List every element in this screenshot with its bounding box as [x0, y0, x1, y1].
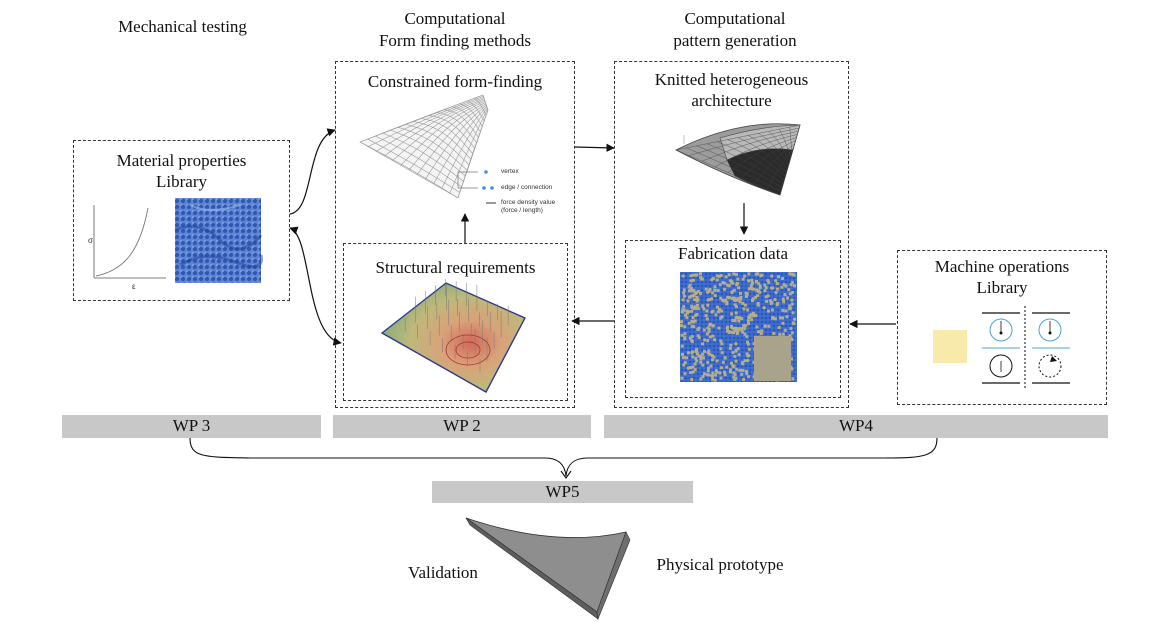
wp4-outer-box [614, 61, 849, 408]
yarn-swatch [933, 330, 967, 363]
machine-title-line2: Library [976, 278, 1028, 297]
structural-requirements-box: Structural requirements [343, 243, 568, 401]
arrow-constrained-to-knitted [574, 143, 615, 153]
form-finding-mesh [359, 94, 489, 199]
material-fabric-swatch [174, 198, 263, 283]
legend-force-label: force density value (force / length) [501, 199, 555, 215]
machine-title-line1: Machine operations [934, 257, 1070, 276]
merge-brace [189, 437, 938, 477]
machine-operations-graphics [933, 306, 1070, 388]
legend-vertex-label: vertex [501, 168, 519, 175]
heading-form-finding-line1: Computational [404, 9, 506, 28]
heading-pattern-line1: Computational [684, 9, 786, 28]
legend-force-line1: force density value [501, 199, 556, 206]
wp5-bar: WP5 [432, 481, 693, 503]
material-properties-title: Material properties Library [74, 150, 289, 192]
arrow-structural-material [289, 226, 342, 346]
heading-form-finding: Computational Form finding methods [340, 8, 570, 52]
legend-edge-label: edge / connection [501, 184, 553, 191]
material-title-line1: Material properties [116, 151, 247, 170]
knitted-architecture-title: Knitted heterogeneous architecture [614, 69, 849, 111]
wp3-bar: WP 3 [62, 415, 321, 438]
machine-operations-box: Machine operations Library [897, 250, 1107, 405]
wp2-bar: WP 2 [333, 415, 591, 438]
validation-label: Validation [408, 563, 478, 582]
knitted-title-line2: architecture [691, 91, 772, 110]
heading-form-finding-line2: Form finding methods [378, 31, 532, 50]
constrained-form-finding-title: Constrained form-finding [367, 72, 543, 91]
structural-requirements-title: Structural requirements [375, 258, 536, 277]
graph-y-axis-label: σ [88, 236, 93, 245]
fabrication-data-title: Fabrication data [678, 244, 788, 263]
knitted-title-line1: Knitted heterogeneous [654, 70, 809, 89]
machine-operations-title: Machine operations Library [898, 256, 1106, 298]
knitted-surface [675, 123, 801, 196]
heading-pattern-line2: pattern generation [673, 31, 797, 50]
arrow-material-to-constrained [289, 128, 336, 215]
legend-force-line2: (force / length) [501, 207, 543, 214]
flow-arrows [289, 128, 896, 346]
stress-strain-graph [93, 205, 166, 279]
physical-prototype-shape [465, 517, 631, 621]
wp4-bar: WP4 [604, 415, 1108, 438]
form-finding-legend-markers [457, 170, 496, 204]
fabrication-data-box: Fabrication data [625, 240, 841, 398]
material-properties-box: Material properties Library [73, 140, 290, 301]
structural-surface [380, 279, 526, 393]
material-title-line2: Library [156, 172, 207, 191]
heading-mechanical-testing: Mechanical testing [118, 17, 247, 36]
graph-x-axis-label: ε [132, 282, 136, 291]
physical-prototype-label: Physical prototype [656, 555, 784, 574]
fabrication-pattern [680, 272, 797, 382]
heading-pattern-generation: Computational pattern generation [620, 8, 850, 52]
